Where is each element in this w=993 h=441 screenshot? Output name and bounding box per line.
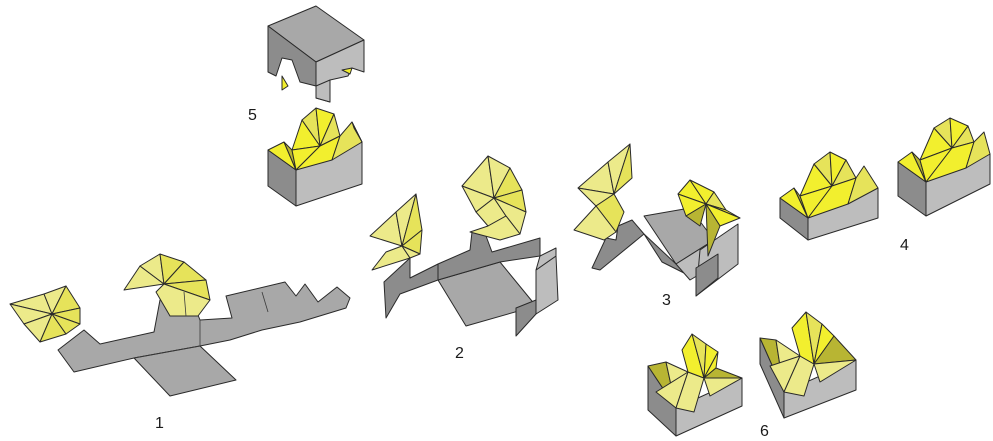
step-6-alternative-boxes: 6 xyxy=(648,312,856,440)
step4-box-a xyxy=(780,152,878,240)
step6-box-b xyxy=(760,312,856,418)
step4-box-b xyxy=(898,118,990,216)
net-left-petals xyxy=(10,286,80,342)
step-3-nearly-closed: 3 xyxy=(574,144,740,309)
step-label-1: 1 xyxy=(155,415,164,432)
left-wall xyxy=(384,258,438,318)
step2-left-petals xyxy=(370,194,422,270)
step-5-box-and-lid: 5 xyxy=(248,6,364,206)
step-1-flat-net: 1 xyxy=(10,254,350,432)
step-label-2: 2 xyxy=(455,345,464,362)
step-label-4: 4 xyxy=(900,237,909,254)
step2-right-petals xyxy=(462,156,526,240)
net-middle-petals xyxy=(124,254,210,316)
step-4-finished-boxes: 4 xyxy=(780,118,990,254)
step-2-partially-folded: 2 xyxy=(370,156,558,362)
step-label-3: 3 xyxy=(662,292,671,309)
step6-box-a xyxy=(648,334,742,436)
step-label-5: 5 xyxy=(248,107,257,124)
step-label-6: 6 xyxy=(760,423,769,440)
